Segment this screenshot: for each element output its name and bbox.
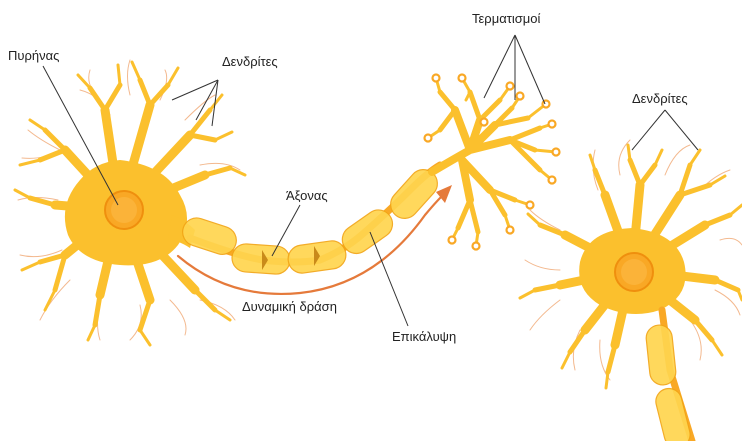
label-axon: Άξονας — [286, 188, 328, 203]
synaptic-bouton — [481, 119, 488, 126]
axon — [179, 164, 443, 275]
synaptic-bouton — [527, 202, 534, 209]
right-neuron — [520, 140, 742, 441]
myelin-leader — [370, 232, 408, 326]
dendrites-right-leader — [665, 110, 698, 150]
synaptic-bouton — [549, 177, 556, 184]
synaptic-bouton — [433, 75, 440, 82]
synaptic-bouton — [507, 83, 514, 90]
synaptic-bouton — [507, 227, 514, 234]
right-nucleus-highlight — [621, 259, 647, 285]
dendrites-right-leader — [632, 110, 665, 150]
synaptic-bouton — [425, 135, 432, 142]
label-terminals: Τερματισμοί — [472, 11, 540, 26]
synaptic-bouton — [549, 121, 556, 128]
label-action-potential: Δυναμική δράση — [242, 299, 337, 314]
synaptic-bouton — [517, 93, 524, 100]
myelin-segment — [179, 214, 240, 258]
label-myelin-sheath: Επικάλυψη — [392, 329, 456, 344]
label-nucleus: Πυρήνας — [8, 48, 59, 63]
left-nucleus-highlight — [111, 197, 137, 223]
label-dendrites-left: Δενδρίτες — [222, 54, 278, 69]
label-dendrites-right: Δενδρίτες — [632, 91, 688, 106]
left-neuron — [15, 60, 245, 345]
myelin-segment — [231, 243, 291, 275]
synaptic-bouton — [553, 149, 560, 156]
synaptic-bouton — [449, 237, 456, 244]
synaptic-bouton — [459, 75, 466, 82]
right-myelin-segment — [645, 324, 677, 386]
synaptic-bouton — [473, 243, 480, 250]
